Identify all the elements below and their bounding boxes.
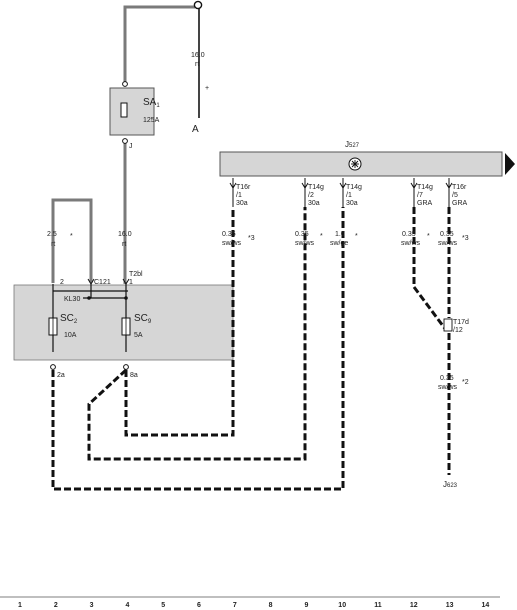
wire-top-right-battery bbox=[123, 5, 195, 84]
wire-w13b-mark: *2 bbox=[462, 379, 469, 386]
wire-top-right-color: rt bbox=[195, 61, 199, 68]
conn-t16r-a-term: 30a bbox=[236, 200, 248, 207]
wire-w12-mark: * bbox=[427, 233, 430, 240]
sa1-fuse-symbol bbox=[120, 102, 128, 118]
ruler-number: 13 bbox=[446, 602, 454, 609]
conn-t14g-b-pin: /1 bbox=[346, 192, 352, 199]
sc2-terminal-2a bbox=[50, 364, 56, 370]
conn-t16r-b-pin: /5 bbox=[452, 192, 458, 199]
wire-w10-mark: * bbox=[355, 233, 358, 240]
ruler-number: 12 bbox=[410, 602, 418, 609]
conn-t17d-name: T17d bbox=[453, 319, 469, 326]
conn-t16r-b-term: GRA bbox=[452, 200, 468, 207]
wire-w13-color: sw/ws bbox=[438, 240, 458, 247]
wire-w13-mark: *3 bbox=[462, 235, 469, 242]
conn-t14g-c-pin: /7 bbox=[417, 192, 423, 199]
ruler-number: 14 bbox=[482, 602, 490, 609]
battery-terminal-ring bbox=[193, 0, 203, 10]
wire-w13b-size: 0.35 bbox=[440, 375, 454, 382]
conn-t14g-a-name: T14g bbox=[308, 184, 324, 191]
sc9-terminal-8a bbox=[123, 364, 129, 370]
conn-t17d-pin: /12 bbox=[453, 327, 463, 334]
ruler-number: 5 bbox=[161, 602, 165, 609]
wire-feed-size: 16.0 bbox=[118, 231, 132, 238]
sa1-pin-bottom: J bbox=[129, 143, 133, 150]
ruler-number: 6 bbox=[197, 602, 201, 609]
wire-w13b-color: sw/ws bbox=[438, 384, 458, 391]
wire-sc2-mark: * bbox=[70, 233, 73, 240]
sa1-fuse-box bbox=[109, 87, 155, 136]
conn-pin-2a: 2a bbox=[57, 372, 65, 379]
kl30-junction-dot bbox=[87, 296, 91, 300]
dashed-signal-wires bbox=[51, 207, 451, 491]
wire-sc9-to-t14g-2 bbox=[87, 207, 307, 461]
wire-w10-color: sw/ge bbox=[330, 240, 348, 247]
ruler-number: 8 bbox=[269, 602, 273, 609]
conn-t16r-a-name: T16r bbox=[236, 184, 251, 191]
connector-symbols bbox=[87, 178, 453, 285]
wire-w10-size: 1.0 bbox=[335, 231, 345, 238]
ruler-number: 2 bbox=[54, 602, 58, 609]
sa1-top-terminal-icon bbox=[122, 81, 128, 87]
wire-sc9-to-t16r-1 bbox=[124, 207, 235, 437]
ruler-number: 3 bbox=[90, 602, 94, 609]
t17d-connector-box bbox=[443, 318, 453, 332]
wire-w7-size: 0.35 bbox=[222, 231, 236, 238]
sc9-rating: 5A bbox=[134, 332, 143, 339]
wire-top-right-size: 16.0 bbox=[191, 52, 205, 59]
j623-label: J623 bbox=[443, 480, 458, 489]
wire-w13-size: 0.35 bbox=[440, 231, 454, 238]
wire-w7-mark: *3 bbox=[248, 235, 255, 242]
wire-w9-mark: * bbox=[320, 233, 323, 240]
conn-t14g-a-pin: /2 bbox=[308, 192, 314, 199]
j527-label: J527 bbox=[345, 140, 360, 149]
conn-t14g-c-name: T14g bbox=[417, 184, 433, 191]
sa1-rating: 125A bbox=[143, 117, 160, 124]
wire-t14g-7-to-t17d bbox=[412, 207, 448, 331]
conn-t14g-b-term: 30a bbox=[346, 200, 358, 207]
ruler-number: 4 bbox=[125, 602, 129, 609]
sc9-label: SC9 bbox=[134, 313, 152, 325]
ruler-number: 7 bbox=[233, 602, 237, 609]
ruler-number: 1 bbox=[18, 602, 22, 609]
conn-c121: C121 bbox=[94, 279, 111, 286]
j527-ground-star-icon bbox=[351, 160, 359, 168]
conn-t14g-a-term: 30a bbox=[308, 200, 320, 207]
ruler-number: 9 bbox=[304, 602, 308, 609]
conn-t2bl-name: T2bl bbox=[129, 271, 143, 278]
sa1-label: SA1 bbox=[143, 97, 160, 109]
wire-sc2-color: rt bbox=[51, 241, 55, 248]
conn-t2bl-pin: 1 bbox=[129, 279, 133, 286]
sc2-label: SC2 bbox=[60, 313, 78, 325]
wire-w12-color: sw/ws bbox=[401, 240, 421, 247]
wire-feed-color: rt bbox=[122, 241, 126, 248]
battery-plus-label: + bbox=[205, 85, 209, 92]
ruler-number: 10 bbox=[338, 602, 346, 609]
battery-terminal-label: A bbox=[192, 124, 199, 135]
conn-pin-2: 2 bbox=[60, 279, 64, 286]
conn-t14g-b-name: T14g bbox=[346, 184, 362, 191]
j527-continuation-arrow bbox=[505, 153, 515, 175]
wire-sc2-size: 2.5 bbox=[47, 231, 57, 238]
wire-sc2-to-t14g-1 bbox=[51, 207, 345, 491]
wire-w7-color: sw/ws bbox=[222, 240, 242, 247]
conn-t16r-a-pin: /1 bbox=[236, 192, 242, 199]
conn-t14g-c-term: GRA bbox=[417, 200, 433, 207]
ruler-number: 11 bbox=[374, 602, 382, 609]
conn-pin-8a: 8a bbox=[130, 372, 138, 379]
wire-w12-size: 0.35 bbox=[402, 231, 416, 238]
sc2-rating: 10A bbox=[64, 332, 77, 339]
conn-t16r-b-name: T16r bbox=[452, 184, 467, 191]
grey-main-wires bbox=[51, 5, 195, 284]
wire-sc2-feed-2-5-rt bbox=[51, 198, 93, 283]
wire-w9-color: sw/ws bbox=[295, 240, 315, 247]
kl30-junction-dot-2 bbox=[124, 296, 128, 300]
wire-w9-size: 0.35 bbox=[295, 231, 309, 238]
sa1-bottom-terminal-icon bbox=[122, 138, 128, 144]
kl30-label: KL30 bbox=[64, 296, 80, 303]
